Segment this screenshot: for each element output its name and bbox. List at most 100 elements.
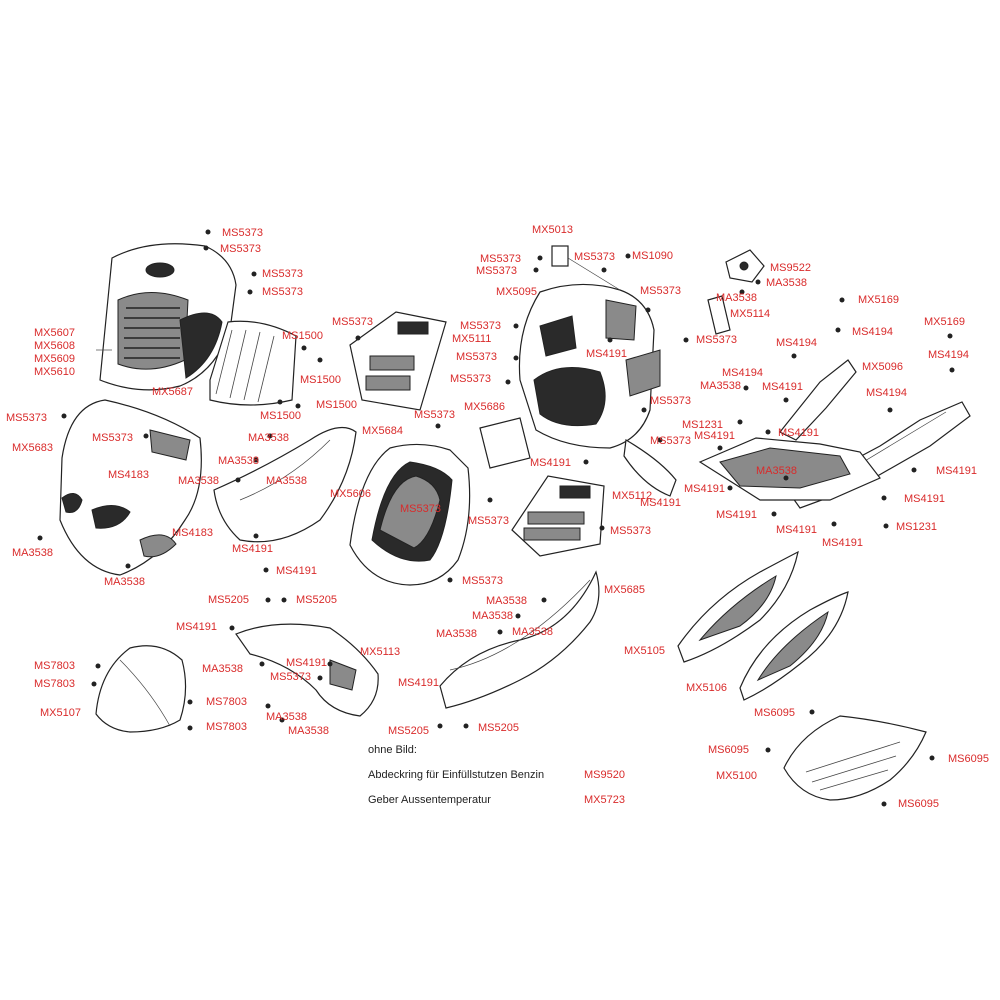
part-number-labels: MS5373MS5373MS5373MS5373MX5607MX5608MX56… [6,224,989,810]
console-part [349,311,447,411]
part-label: MX5687 [152,386,193,398]
part-label: MS4191 [398,677,439,689]
part-label: MS4194 [722,367,763,379]
part-label: MS4191 [936,465,977,477]
part-label: MS6095 [948,753,989,765]
part-label: MS4191 [530,457,571,469]
part-label: MS6095 [708,744,749,756]
part-label: MS1090 [632,250,673,262]
part-label: MX5106 [686,682,727,694]
part-label: MX5114 [730,308,770,320]
floor-mat-left-part [677,550,799,663]
part-label: MS5373 [640,285,681,297]
side-strip-part [213,426,357,543]
note-row-2-code: MX5723 [584,794,625,806]
part-label: MX5169 [858,294,899,306]
part-label: MS4191 [716,509,757,521]
part-label: MS4191 [694,430,735,442]
part-label: MX5609 [34,353,75,365]
part-label: MS5373 [450,373,491,385]
part-label: MX5169 [924,316,965,328]
part-label: MS4191 [684,483,725,495]
fasteners [37,229,955,807]
part-label: MS7803 [34,678,75,690]
part-label: MX5105 [624,645,665,657]
part-label: MX5096 [862,361,903,373]
part-label: MS4191 [286,657,327,669]
part-label: MS4183 [172,527,213,539]
part-label: MS1500 [316,399,357,411]
part-label: MS5373 [468,515,509,527]
tray-part [511,475,605,557]
part-label: MS5373 [6,412,47,424]
part-label: MA3538 [202,663,243,675]
under-cover-part [783,715,927,801]
inner-trim-part [623,439,677,497]
part-label: MA3538 [248,432,289,444]
inner-cover-part [209,320,297,406]
part-label: MS5373 [400,503,441,515]
part-label: MX5113 [360,646,400,658]
part-label: MS4191 [776,524,817,536]
part-label: MA3538 [12,547,53,559]
part-label: MS7803 [206,721,247,733]
part-label: MS1231 [682,419,723,431]
part-label: MS7803 [34,660,75,672]
part-label: MA3538 [436,628,477,640]
part-label: MA3538 [218,455,259,467]
floor-mat-right-part [739,591,849,701]
part-label: MA3538 [472,610,513,622]
part-label: MX5607 [34,327,75,339]
inner-panel-part [518,245,661,449]
note-row-1-description: Abdeckring für Einfüllstutzen Benzin [368,769,545,781]
part-label: MS5373 [222,227,263,239]
part-label: MX5683 [12,442,53,454]
part-label: MS5205 [296,594,337,606]
part-label: MS5373 [610,525,651,537]
part-label: MS1500 [300,374,341,386]
part-label: MS4191 [640,497,681,509]
bracket-part [707,249,765,335]
part-label: MX5610 [34,366,75,378]
part-label: MA3538 [486,595,527,607]
part-label: MS4191 [762,381,803,393]
part-label: MA3538 [716,292,757,304]
part-label: MA3538 [178,475,219,487]
part-label: MS9522 [770,262,811,274]
note-row-1-code: MS9520 [584,769,625,781]
part-label: MS5205 [388,725,429,737]
part-label: MS6095 [898,798,939,810]
part-label: MS4191 [778,427,819,439]
part-label: MS5373 [460,320,501,332]
part-label: MS5373 [270,671,311,683]
part-label: MS5373 [650,395,691,407]
part-label: MX5608 [34,340,75,352]
part-label: MS4191 [904,493,945,505]
part-label: MS4194 [852,326,893,338]
part-label: MS4194 [928,349,969,361]
part-label: MA3538 [766,277,807,289]
part-label: MS5205 [478,722,519,734]
part-label: MS5373 [262,268,303,280]
part-label: MX5686 [464,401,505,413]
part-label: MX5684 [362,425,403,437]
part-label: MX5112 [612,490,652,502]
part-label: MS5373 [262,286,303,298]
side-skirt-part [439,570,600,709]
label-sheet-part [479,417,531,469]
part-label: MX5606 [330,488,371,500]
part-label: MA3538 [756,465,797,477]
part-label: MA3538 [288,725,329,737]
part-label: MS5373 [696,334,737,346]
part-label: MS4191 [232,543,273,555]
part-label: MS4183 [108,469,149,481]
part-label: MA3538 [512,626,553,638]
part-label: MX5100 [716,770,757,782]
notes-header: ohne Bild: [368,744,417,756]
front-panel-part [59,399,202,576]
part-label: MS1231 [896,521,937,533]
part-label: MA3538 [266,711,307,723]
part-label: MS5373 [476,265,517,277]
part-label: MS4194 [866,387,907,399]
